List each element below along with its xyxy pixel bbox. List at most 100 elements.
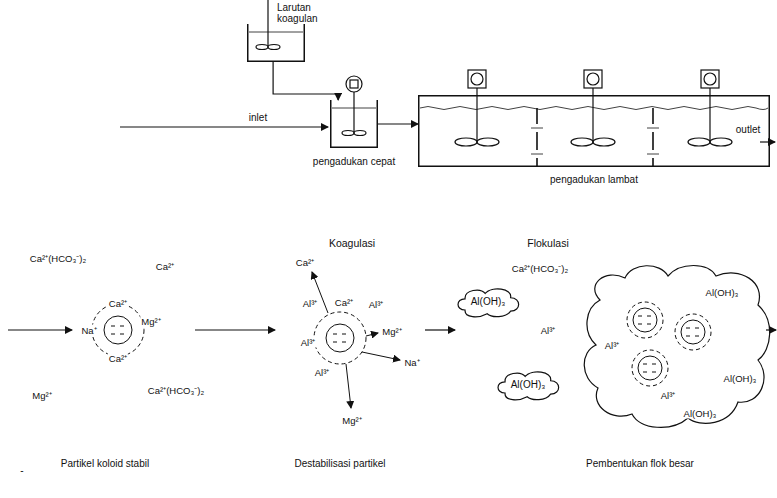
ion-label: Al³⁺ bbox=[368, 299, 385, 310]
slow-mixers bbox=[420, 70, 775, 167]
minus-mark bbox=[652, 372, 656, 373]
rapid-mixer-part bbox=[350, 80, 358, 88]
ion-label: Al³⁺ bbox=[660, 390, 677, 401]
minus-mark bbox=[111, 334, 115, 335]
slow-mixers-part bbox=[468, 70, 486, 88]
pipe-connector bbox=[273, 62, 338, 100]
colloid-particles-part bbox=[638, 356, 662, 380]
node-label: Al(OH)₃ bbox=[511, 379, 546, 391]
inlet-pipe bbox=[120, 126, 328, 127]
flow-label: inlet bbox=[248, 112, 268, 123]
rapid-mixer-part bbox=[346, 76, 362, 92]
ion-label: Ca²⁺ bbox=[334, 297, 354, 308]
ion-departure-arrows-part bbox=[362, 352, 400, 360]
coagulant-mixer-part bbox=[268, 45, 280, 50]
slow-mixers-part bbox=[584, 70, 602, 88]
ion-label: - bbox=[19, 465, 24, 476]
slow-mixers-part bbox=[701, 70, 719, 88]
coagulant-mixer-part bbox=[249, 32, 303, 33]
pipe-connector bbox=[378, 123, 418, 124]
coagulant-tank-wall bbox=[248, 24, 305, 61]
ion-label: Ca²⁺(HCO₃⁻)₂ bbox=[511, 263, 569, 274]
ion-label: Mg²⁺ bbox=[381, 326, 402, 337]
coagulant-tank-outline bbox=[247, 24, 305, 62]
negative-charges bbox=[111, 316, 699, 372]
ion-label: Al³⁺ bbox=[300, 337, 317, 348]
ion-label: Al³⁺ bbox=[540, 325, 557, 336]
rapid-mix-tank-wall bbox=[331, 100, 378, 147]
ion-departure-arrows-part bbox=[366, 333, 378, 336]
slow-mixers-part bbox=[760, 141, 775, 142]
slow-mixers-part bbox=[471, 73, 483, 85]
stage-caption: Partikel koloid stabil bbox=[60, 458, 150, 469]
process-arrows-part bbox=[8, 329, 72, 330]
colloid-particles-part bbox=[675, 314, 711, 350]
ion-label: Al(OH)₃ bbox=[683, 408, 718, 419]
slow-mixers-part bbox=[455, 138, 477, 146]
minus-mark bbox=[643, 372, 647, 373]
colloid-particles-part bbox=[92, 304, 144, 356]
ion-label: Na⁺ bbox=[80, 325, 97, 336]
aluminium-hydroxide-cloud: Al(OH)₃ bbox=[455, 286, 522, 318]
minus-mark bbox=[695, 328, 699, 329]
slow-mix-basin-outline bbox=[418, 95, 770, 167]
ion-label: Mg²⁺ bbox=[31, 390, 52, 401]
colloid-particles-part bbox=[681, 320, 705, 344]
ion-label: Na⁺ bbox=[403, 357, 420, 368]
ion-label: Ca²⁺(HCO₃⁻)₂ bbox=[29, 253, 87, 264]
aluminium-hydroxide-cloud: Al(OH)₃ bbox=[495, 369, 562, 401]
minus-mark bbox=[647, 324, 651, 325]
stage-heading: Koagulasi bbox=[328, 238, 376, 249]
slow-mixers-part bbox=[710, 138, 732, 146]
floc-cloud bbox=[584, 266, 769, 428]
slow-mixers-part bbox=[571, 138, 593, 146]
process-arrows-part bbox=[766, 329, 776, 330]
slow-mix-basin-wall bbox=[419, 96, 770, 167]
minus-mark bbox=[342, 334, 346, 335]
colloid-particles-part bbox=[633, 308, 657, 332]
colloid-particles-part bbox=[627, 302, 663, 338]
minus-mark bbox=[652, 364, 656, 365]
rapid-mixer-part bbox=[353, 92, 354, 132]
ion-label: Al(OH)₃ bbox=[723, 373, 758, 384]
coagulant-mixer-part bbox=[256, 45, 268, 50]
minus-mark bbox=[695, 336, 699, 337]
ion-departure-arrows-part bbox=[346, 364, 351, 408]
slow-mixers-part bbox=[537, 108, 653, 167]
rapid-mixer bbox=[332, 76, 376, 136]
cloud-outline bbox=[498, 372, 559, 400]
coagulant-tank: Larutan koagulan bbox=[247, 24, 305, 62]
slow-mixers-part bbox=[688, 138, 710, 146]
slow-mix-basin: pengadukan lambat bbox=[418, 95, 770, 167]
minus-mark bbox=[120, 334, 124, 335]
rapid-mixer-part bbox=[354, 131, 366, 136]
node-label: pengadukan lambat bbox=[550, 174, 638, 185]
process-arrows-part bbox=[195, 329, 275, 330]
minus-mark bbox=[686, 328, 690, 329]
minus-mark bbox=[120, 326, 124, 327]
slow-mixers-part bbox=[593, 138, 615, 146]
stage-heading: Flokulasi bbox=[526, 238, 569, 249]
ion-label: Ca²⁺(HCO₃⁻)₂ bbox=[147, 385, 205, 396]
slow-mixers-part bbox=[420, 107, 768, 110]
ion-label: Mg²⁺ bbox=[341, 415, 362, 426]
rapid-mixer-part bbox=[342, 131, 354, 136]
minus-mark bbox=[342, 342, 346, 343]
ion-label: Ca²⁺ bbox=[295, 257, 315, 268]
cloud-outline bbox=[458, 289, 519, 317]
slow-mixers-part bbox=[477, 138, 499, 146]
rapid-mixer-part bbox=[332, 108, 376, 109]
node-label: Al(OH)₃ bbox=[471, 296, 506, 308]
node-label: Larutan koagulan bbox=[277, 2, 333, 24]
stage-caption: Destabilisasi partikel bbox=[293, 458, 386, 469]
floc-cloud-part bbox=[584, 266, 769, 428]
node-label: pengadukan cepat bbox=[313, 156, 395, 167]
colloid-particles bbox=[92, 302, 711, 386]
ion-label: Al(OH)₃ bbox=[705, 287, 740, 298]
ion-label: Ca²⁺ bbox=[108, 298, 128, 309]
colloid-particles-part bbox=[104, 316, 132, 344]
minus-mark bbox=[333, 342, 337, 343]
